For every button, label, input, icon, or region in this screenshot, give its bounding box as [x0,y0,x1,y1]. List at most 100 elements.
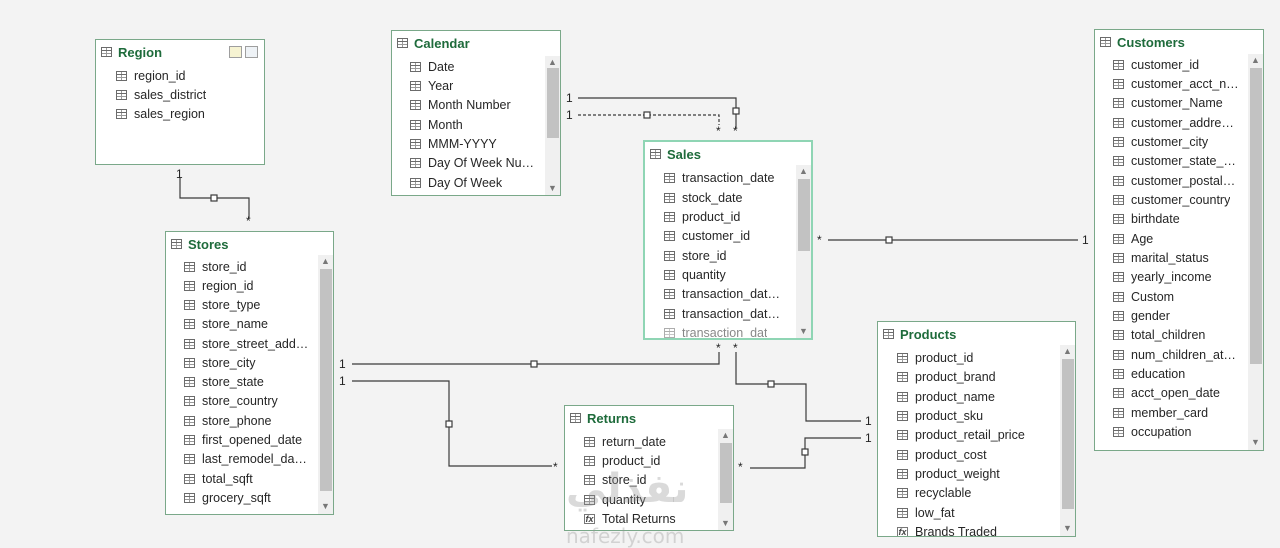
table-stores[interactable]: Stores store_id region_id store_type sto… [165,231,334,515]
field-row[interactable]: product_brand [897,368,1052,386]
field-row[interactable]: sales_district [116,86,206,104]
field-row[interactable]: store_street_add… [184,335,310,353]
table-calendar[interactable]: Calendar Date Year Month Number Month MM… [391,30,561,196]
field-row[interactable]: Year [410,77,536,95]
field-row[interactable]: product_id [897,349,1052,367]
scroll-up-icon[interactable]: ▲ [321,256,330,266]
field-row[interactable]: birthdate [1113,210,1239,228]
scroll-up-icon[interactable]: ▲ [1063,346,1072,356]
field-row[interactable]: product_cost [897,446,1052,464]
table-header[interactable]: Sales [645,142,811,166]
field-row[interactable]: product_id [664,208,790,226]
field-row[interactable]: store_state [184,373,310,391]
scroll-thumb[interactable] [720,443,732,503]
scrollbar[interactable]: ▲ ▼ [318,255,333,514]
field-row[interactable]: MMM-YYYY [410,135,536,153]
scroll-thumb[interactable] [547,68,559,138]
field-row[interactable]: region_id [184,277,310,295]
scroll-up-icon[interactable]: ▲ [548,57,557,67]
field-row[interactable]: store_country [184,392,310,410]
scroll-up-icon[interactable]: ▲ [721,430,730,440]
field-row[interactable]: customer_postal… [1113,172,1239,190]
field-row[interactable]: product_retail_price [897,426,1052,444]
table-products[interactable]: Products product_id product_brand produc… [877,321,1076,537]
field-row[interactable]: store_phone [184,412,310,430]
field-row[interactable]: return_date [584,433,710,451]
table-region[interactable]: Region region_id sales_district sales_re… [95,39,265,165]
scroll-up-icon[interactable]: ▲ [1251,55,1260,65]
table-header[interactable]: Region [96,40,264,64]
field-row[interactable]: grocery_sqft [184,489,310,507]
scroll-down-icon[interactable]: ▼ [1251,437,1260,447]
scroll-down-icon[interactable]: ▼ [1063,523,1072,533]
field-row[interactable]: quantity [584,491,710,509]
table-customers[interactable]: Customers customer_id customer_acct_n… c… [1094,29,1264,451]
field-row[interactable]: store_id [184,258,310,276]
field-row[interactable]: Day Of Week Nu… [410,154,536,172]
scrollbar[interactable]: ▲ ▼ [1060,345,1075,536]
field-row[interactable]: store_id [584,471,710,489]
field-row[interactable]: customer_country [1113,191,1239,209]
field-row[interactable]: region_id [116,67,185,85]
table-header[interactable]: Calendar [392,31,560,55]
field-row[interactable]: occupation [1113,423,1239,441]
field-row[interactable]: acct_open_date [1113,384,1239,402]
field-row[interactable]: quantity [664,266,790,284]
field-row[interactable]: store_city [184,354,310,372]
field-row[interactable]: Date [410,58,536,76]
field-row[interactable]: product_id [584,452,710,470]
field-row[interactable]: Custom [1113,288,1239,306]
field-row[interactable]: customer_id [1113,56,1239,74]
field-row[interactable]: store_id [664,247,790,265]
field-row[interactable]: product_name [897,388,1052,406]
scroll-thumb[interactable] [320,269,332,491]
field-row[interactable]: customer_addre… [1113,114,1239,132]
scrollbar[interactable]: ▲ ▼ [1248,54,1263,450]
field-row[interactable]: customer_city [1113,133,1239,151]
field-row[interactable]: Day Of Week [410,174,536,192]
field-row[interactable]: transaction_dat… [664,305,790,323]
table-header[interactable]: Products [878,322,1075,346]
field-row[interactable]: gender [1113,307,1239,325]
table-header[interactable]: Returns [565,406,733,430]
field-row[interactable]: transaction_dat [664,324,790,338]
field-row[interactable]: Month [410,116,536,134]
field-row[interactable]: member_card [1113,404,1239,422]
field-row[interactable]: sales_region [116,105,205,123]
table-sales[interactable]: Sales transaction_date stock_date produc… [643,140,813,340]
field-row[interactable]: Month Number [410,96,536,114]
field-row[interactable]: education [1113,365,1239,383]
field-row[interactable]: customer_Name [1113,94,1239,112]
field-row[interactable]: marital_status [1113,249,1239,267]
field-row[interactable]: stock_date [664,189,790,207]
field-row[interactable]: customer_acct_n… [1113,75,1239,93]
field-row[interactable]: total_children [1113,326,1239,344]
collapse-button[interactable] [229,46,242,58]
table-returns[interactable]: Returns return_date product_id store_id … [564,405,734,531]
table-header[interactable]: Stores [166,232,333,256]
scrollbar[interactable]: ▲ ▼ [718,429,733,530]
scroll-down-icon[interactable]: ▼ [799,326,808,336]
field-row[interactable]: transaction_dat… [664,285,790,303]
field-row[interactable]: transaction_date [664,169,790,187]
field-row[interactable]: Age [1113,230,1239,248]
scroll-thumb[interactable] [1250,68,1262,364]
field-row[interactable]: yearly_income [1113,268,1239,286]
scroll-down-icon[interactable]: ▼ [721,518,730,528]
field-row[interactable]: store_type [184,296,310,314]
scrollbar[interactable]: ▲ ▼ [796,165,811,338]
scroll-thumb[interactable] [798,179,810,251]
field-row[interactable]: last_remodel_da… [184,450,310,468]
field-row[interactable]: store_name [184,315,310,333]
maximize-button[interactable] [245,46,258,58]
scroll-down-icon[interactable]: ▼ [548,183,557,193]
table-header[interactable]: Customers [1095,30,1263,54]
field-row[interactable]: customer_state_… [1113,152,1239,170]
scrollbar[interactable]: ▲ ▼ [545,56,560,195]
field-row[interactable]: low_fat [897,504,1052,522]
scroll-up-icon[interactable]: ▲ [799,166,808,176]
field-row[interactable]: first_opened_date [184,431,310,449]
field-row[interactable]: customer_id [664,227,790,245]
